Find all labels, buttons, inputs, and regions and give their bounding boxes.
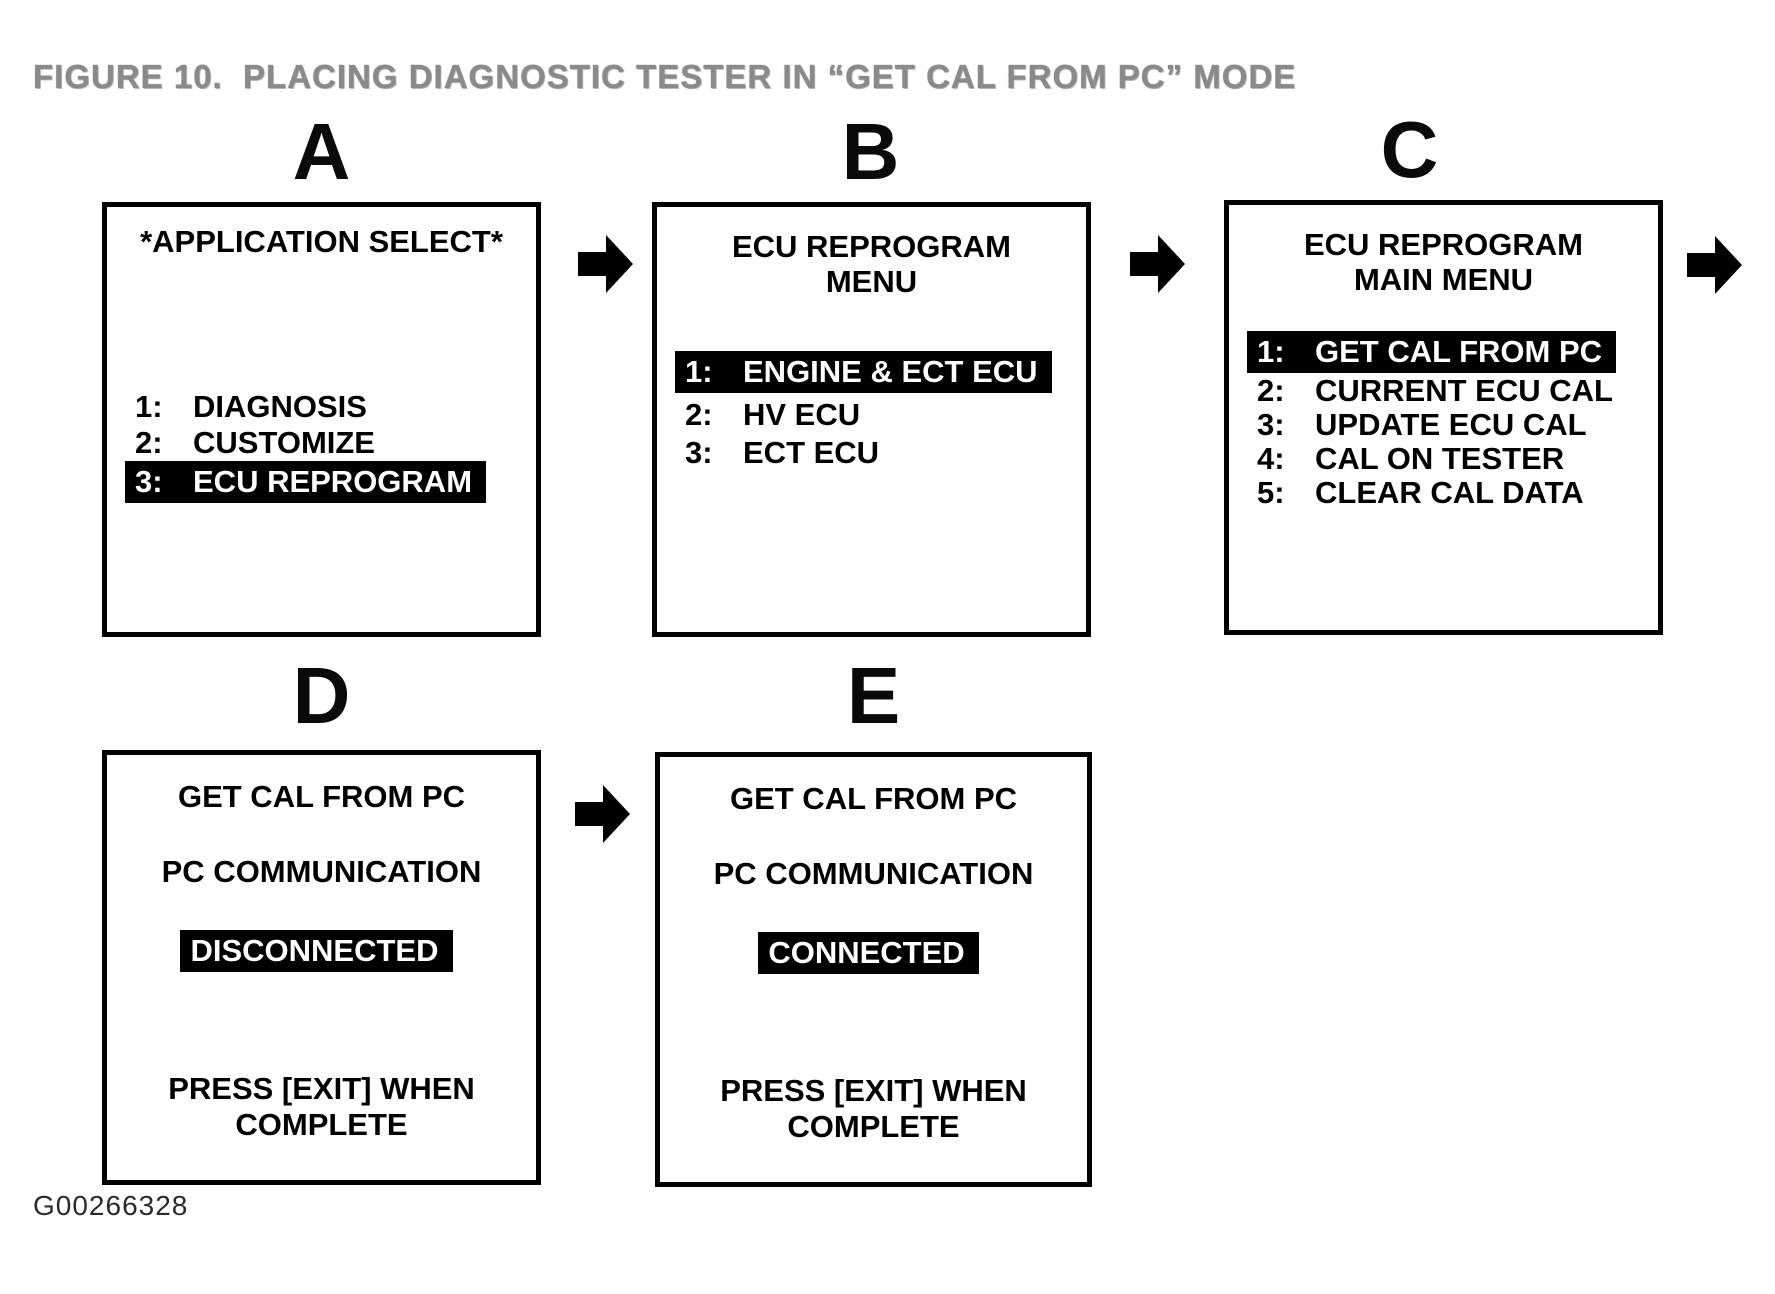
panel-a-screen-title: *APPLICATION SELECT* bbox=[140, 224, 503, 259]
panel-d-status-line: DISCONNECTED bbox=[107, 930, 536, 972]
panel-e-footer-line-2: COMPLETE bbox=[787, 1109, 960, 1144]
menu-item-label: ENGINE & ECT ECU bbox=[743, 354, 1038, 389]
panel-c-screen: ECU REPROGRAM MAIN MENU 1: GET CAL FROM P… bbox=[1224, 200, 1663, 635]
right-arrow-icon bbox=[1687, 236, 1742, 294]
menu-item-highlighted: 3: ECU REPROGRAM bbox=[107, 461, 536, 503]
menu-item-label: UPDATE ECU CAL bbox=[1315, 407, 1587, 442]
menu-item-number: 2: bbox=[135, 425, 163, 460]
right-arrow-icon bbox=[578, 235, 633, 293]
menu-item-number: 1: bbox=[1257, 334, 1285, 369]
right-arrow-icon bbox=[575, 785, 630, 843]
panel-d-letter: D bbox=[292, 651, 351, 740]
menu-item-highlighted: 1: ENGINE & ECT ECU bbox=[657, 351, 1086, 393]
menu-item-number: 3: bbox=[685, 435, 713, 470]
status-highlight-bar: CONNECTED bbox=[758, 932, 979, 974]
panel-e-line-1: GET CAL FROM PC bbox=[729, 781, 1018, 816]
figure-title: FIGURE 10. PLACING DIAGNOSTIC TESTER IN … bbox=[33, 58, 1297, 95]
menu-item: 2: CURRENT ECU CAL bbox=[1229, 374, 1658, 408]
panel-b-screen-title-line2: MENU bbox=[825, 264, 918, 299]
menu-item: 2: HV ECU bbox=[657, 397, 1086, 432]
panel-d-line-1: GET CAL FROM PC bbox=[177, 779, 466, 814]
panel-a-screen: *APPLICATION SELECT* 1: DIAGNOSIS 2: CUSTO… bbox=[102, 202, 541, 637]
menu-item: 4: CAL ON TESTER bbox=[1229, 442, 1658, 476]
menu-item-label: ECU REPROGRAM bbox=[193, 464, 473, 499]
menu-item-label: HV ECU bbox=[743, 397, 861, 432]
panel-d-footer-line-1: PRESS [EXIT] WHEN bbox=[168, 1071, 475, 1106]
right-arrow-icon bbox=[1130, 235, 1185, 293]
panel-b-screen-title: ECU REPROGRAM bbox=[731, 229, 1011, 264]
panel-a-letter: A bbox=[292, 107, 351, 196]
panel-e-line-2: PC COMMUNICATION bbox=[713, 856, 1034, 891]
panel-e-letter: E bbox=[846, 651, 901, 740]
menu-item-label: ECT ECU bbox=[743, 435, 880, 470]
menu-item: 3: ECT ECU bbox=[657, 435, 1086, 470]
panel-b-menu: 1: ENGINE & ECT ECU 2: HV ECU 3: ECT ECU bbox=[657, 351, 1086, 470]
panel-c-letter: C bbox=[1380, 105, 1439, 194]
panel-d-footer-line-2: COMPLETE bbox=[235, 1107, 408, 1142]
menu-item-label: CLEAR CAL DATA bbox=[1315, 475, 1584, 510]
menu-item-highlighted: 1: GET CAL FROM PC bbox=[1229, 331, 1658, 373]
menu-item-label: CUSTOMIZE bbox=[193, 425, 375, 460]
menu-highlight-bar: 1: GET CAL FROM PC bbox=[1247, 331, 1617, 373]
menu-item-label: GET CAL FROM PC bbox=[1315, 334, 1603, 369]
menu-item-number: 3: bbox=[1257, 407, 1285, 442]
menu-item-number: 3: bbox=[135, 464, 163, 499]
panel-b-letter: B bbox=[841, 107, 900, 196]
panel-b-screen: ECU REPROGRAM MENU 1: ENGINE & ECT ECU 2:… bbox=[652, 202, 1091, 637]
menu-item-number: 2: bbox=[1257, 373, 1285, 408]
menu-item: 5: CLEAR CAL DATA bbox=[1229, 476, 1658, 510]
menu-item-label: CURRENT ECU CAL bbox=[1315, 373, 1613, 408]
panel-e-screen: GET CAL FROM PC PC COMMUNICATION CONNECT… bbox=[655, 752, 1092, 1187]
panel-e-footer-line-1: PRESS [EXIT] WHEN bbox=[720, 1073, 1027, 1108]
menu-item-label: DIAGNOSIS bbox=[193, 389, 367, 424]
menu-highlight-bar: 3: ECU REPROGRAM bbox=[125, 461, 487, 503]
panel-d-screen: GET CAL FROM PC PC COMMUNICATION DISCONN… bbox=[102, 750, 541, 1185]
figure-code: G00266328 bbox=[33, 1190, 189, 1221]
menu-item-number: 5: bbox=[1257, 475, 1285, 510]
panel-c-menu: 1: GET CAL FROM PC 2: CURRENT ECU CAL 3: UP… bbox=[1229, 331, 1658, 510]
menu-item: 2: CUSTOMIZE bbox=[107, 425, 536, 460]
panel-c-screen-title: ECU REPROGRAM bbox=[1303, 227, 1583, 262]
menu-item: 3: UPDATE ECU CAL bbox=[1229, 408, 1658, 442]
panel-e-status-line: CONNECTED bbox=[660, 932, 1087, 974]
menu-item-number: 4: bbox=[1257, 441, 1285, 476]
menu-item-number: 1: bbox=[135, 389, 163, 424]
menu-item: 1: DIAGNOSIS bbox=[107, 389, 536, 424]
panel-d-line-2: PC COMMUNICATION bbox=[161, 854, 482, 889]
menu-item-label: CAL ON TESTER bbox=[1315, 441, 1565, 476]
status-highlight-bar: DISCONNECTED bbox=[180, 930, 453, 972]
menu-item-number: 2: bbox=[685, 397, 713, 432]
menu-item-number: 1: bbox=[685, 354, 713, 389]
panel-a-menu: 1: DIAGNOSIS 2: CUSTOMIZE 3: ECU REPROGRAM bbox=[107, 389, 536, 503]
panel-c-screen-title-line2: MAIN MENU bbox=[1353, 262, 1534, 297]
menu-highlight-bar: 1: ENGINE & ECT ECU bbox=[675, 351, 1052, 393]
